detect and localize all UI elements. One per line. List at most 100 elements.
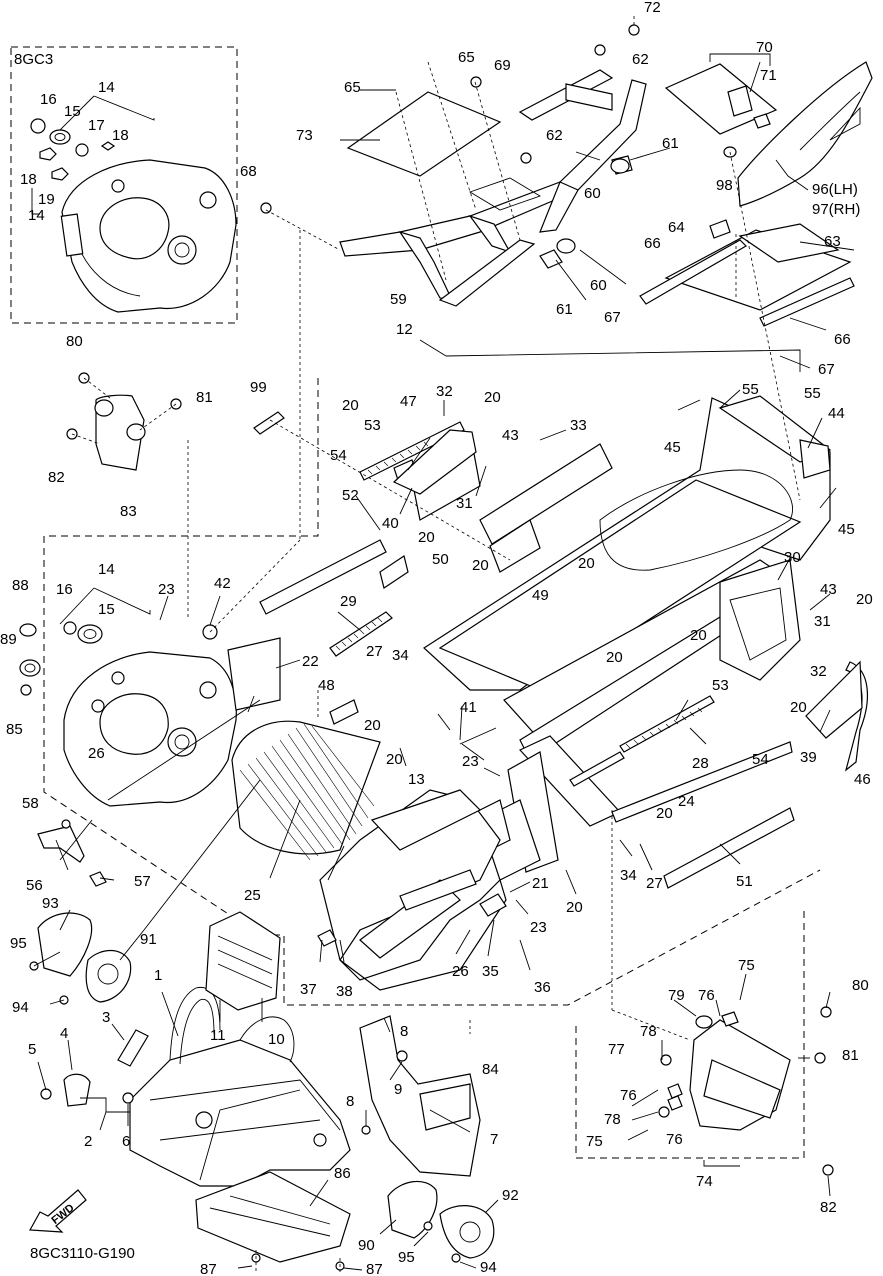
- callout: 53: [712, 677, 729, 694]
- callout: 70: [756, 39, 773, 56]
- callout: 34: [392, 647, 409, 664]
- callout: 52: [342, 487, 359, 504]
- callout: 98: [716, 177, 733, 194]
- callout: 81: [196, 389, 213, 406]
- callout: 66: [644, 235, 661, 252]
- callout: 72: [644, 0, 661, 16]
- heat-exchanger-25-drawing: [231, 720, 381, 861]
- main-tunnel-chassis-drawing: [393, 395, 832, 881]
- skid-plate-10-11-drawing: [205, 911, 281, 1011]
- callout: 71: [760, 67, 777, 84]
- callout: 76: [698, 987, 715, 1004]
- callout: 24: [678, 793, 695, 810]
- callout: 61: [662, 135, 679, 152]
- callout: 18: [112, 127, 129, 144]
- callout: 49: [532, 587, 549, 604]
- callout: 38: [336, 983, 353, 1000]
- callout: 75: [738, 957, 755, 974]
- callout: 13: [408, 771, 425, 788]
- catalog-code: 8GC3110-G190: [30, 1245, 135, 1262]
- callout: 20: [690, 627, 707, 644]
- callout: 65: [344, 79, 361, 96]
- callout: 66: [834, 331, 851, 348]
- callout: 7: [490, 1131, 498, 1148]
- callout: 20: [606, 649, 623, 666]
- callout: 91: [140, 931, 157, 948]
- callout: 59: [390, 291, 407, 308]
- callout: 23: [158, 581, 175, 598]
- cover-70-drawing: [664, 63, 778, 135]
- callout: 9: [394, 1081, 402, 1098]
- callout: 78: [640, 1023, 657, 1040]
- callout: 56: [26, 877, 43, 894]
- callout: 82: [820, 1199, 837, 1216]
- callout: 76: [666, 1131, 683, 1148]
- callout: 8: [346, 1093, 354, 1110]
- callout: 92: [502, 1187, 519, 1204]
- callout: 26: [88, 745, 105, 762]
- callout: 90: [358, 1237, 375, 1254]
- callout: 31: [814, 613, 831, 630]
- callout: 15: [64, 103, 81, 120]
- callout: 20: [472, 557, 489, 574]
- bracket-7-9-drawing: [359, 1015, 481, 1177]
- engine-mount-group-box: [43, 378, 821, 1006]
- front-frame-1-drawing: [129, 986, 351, 1187]
- callout: 75: [586, 1133, 603, 1150]
- callout: 94: [480, 1259, 497, 1276]
- rub-rail-47-drawing: [359, 421, 465, 481]
- callout: 39: [800, 749, 817, 766]
- callout: 74: [696, 1173, 713, 1190]
- callout: 41: [460, 699, 477, 716]
- callout: 20: [364, 717, 381, 734]
- callout: 8: [400, 1023, 408, 1040]
- inset-engine-plate-drawing: [30, 95, 237, 313]
- callout: 5: [28, 1041, 36, 1058]
- callout: 20: [484, 389, 501, 406]
- callout: 16: [40, 91, 57, 108]
- rear-bracket-74-drawing: [658, 1006, 834, 1176]
- callout: 62: [632, 51, 649, 68]
- callout: 67: [604, 309, 621, 326]
- callout: 83: [120, 503, 137, 520]
- callout: 20: [656, 805, 673, 822]
- callout: 73: [296, 127, 313, 144]
- callout: 84: [482, 1061, 499, 1078]
- callout: 58: [22, 795, 39, 812]
- bumper-strips-drawing: [259, 539, 795, 889]
- callout: 37: [300, 981, 317, 998]
- callout: 95: [10, 935, 27, 952]
- callout: 44: [828, 405, 845, 422]
- callout: 57: [134, 873, 151, 890]
- callout: 28: [692, 755, 709, 772]
- callout: 94: [12, 999, 29, 1016]
- callout: 89: [0, 631, 17, 648]
- callout: 17: [88, 117, 105, 134]
- rear-subframe-drawing: [260, 24, 647, 307]
- callout: 20: [856, 591, 873, 608]
- callout: 67: [818, 361, 835, 378]
- callout: 45: [838, 521, 855, 538]
- callout: 54: [330, 447, 347, 464]
- callout: 25: [244, 887, 261, 904]
- callout: 69: [494, 57, 511, 74]
- solid-leaders: [33, 53, 855, 1271]
- bracket-56-57-58-drawing: [37, 819, 107, 887]
- callout: 87: [200, 1261, 217, 1276]
- engine-plate-drawing: [19, 587, 281, 807]
- callout: 26: [452, 963, 469, 980]
- side-cover-96-97-drawing: [723, 61, 873, 207]
- callout: 20: [790, 699, 807, 716]
- callout: 27: [366, 643, 383, 660]
- covers-90-92-drawing: [387, 1180, 495, 1263]
- callout: 6: [122, 1133, 130, 1150]
- callout: 35: [482, 963, 499, 980]
- callout: 1: [154, 967, 162, 984]
- callout: 29: [340, 593, 357, 610]
- callout: 96(LH): [812, 181, 858, 198]
- callout: 18: [20, 171, 37, 188]
- callout: 11: [210, 1027, 226, 1044]
- callout: 3: [102, 1009, 110, 1026]
- callout: 27: [646, 875, 663, 892]
- callout: 12: [396, 321, 413, 338]
